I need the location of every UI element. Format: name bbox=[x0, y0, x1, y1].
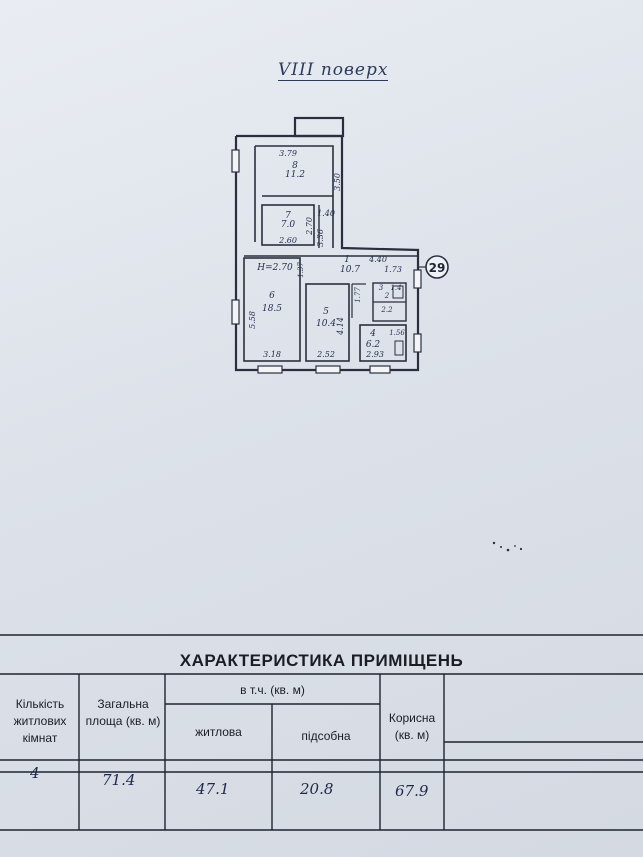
outer-wall bbox=[234, 134, 420, 372]
room-area: 11.2 bbox=[285, 170, 305, 180]
dimension-label: 1.73 bbox=[384, 265, 402, 274]
value-useful-area: 67.9 bbox=[395, 782, 429, 800]
header-living-area: житлова bbox=[195, 725, 242, 739]
dimension-label: 3.79 bbox=[279, 149, 297, 158]
dimension-label: 2.93 bbox=[365, 350, 384, 359]
height-note: H=2.70 bbox=[256, 263, 293, 273]
room-number: 6 bbox=[269, 291, 275, 301]
dimension-label: 2.52 bbox=[316, 350, 335, 359]
room-number: 1 bbox=[344, 255, 350, 265]
room-area: 2.2 bbox=[380, 306, 393, 314]
room-number: 5 bbox=[323, 307, 329, 317]
value-auxiliary-area: 20.8 bbox=[300, 780, 334, 798]
dimension-label: 2.70 bbox=[305, 217, 314, 236]
value-living-area: 47.1 bbox=[196, 780, 230, 798]
balcony-top bbox=[293, 116, 345, 138]
dimension-label: 1.56 bbox=[389, 329, 405, 337]
header-total-area: Загальна площа (кв. м) bbox=[85, 697, 161, 728]
value-total-area: 71.4 bbox=[102, 771, 136, 789]
dimension-label: 4.40 bbox=[368, 255, 387, 264]
dimension-label: 3.18 bbox=[263, 350, 281, 359]
room-area: 10.7 bbox=[340, 265, 360, 275]
room-number: 7 bbox=[285, 211, 291, 221]
room-number: 3 bbox=[379, 284, 384, 292]
dimension-label: 2.60 bbox=[278, 236, 297, 245]
dimension-label: 1.77 bbox=[354, 287, 362, 303]
dimension-label: 3.36 bbox=[316, 229, 325, 247]
dimension-label: 5.58 bbox=[248, 311, 257, 329]
header-useful-area: Корисна (кв. м) bbox=[388, 711, 436, 742]
table-grid bbox=[0, 634, 643, 831]
room-number: 2 bbox=[384, 292, 390, 300]
header-including: в т.ч. (кв. м) bbox=[240, 683, 305, 697]
value-living-rooms-count: 4 bbox=[30, 764, 40, 782]
header-living-rooms-count: Кількість житлових кімнат bbox=[13, 697, 67, 745]
apartment-number: 29 bbox=[429, 261, 446, 275]
header-auxiliary-area: підсобна bbox=[301, 729, 351, 743]
room-number: 8 bbox=[292, 161, 298, 171]
room-number: 4 bbox=[369, 329, 376, 339]
characteristics-table: ХАРАКТЕРИСТИКА ПРИМІЩЕНЬ Кількість житло… bbox=[0, 632, 643, 857]
room-area: 18.5 bbox=[262, 304, 282, 314]
dimension-label: 3.50 bbox=[333, 173, 342, 191]
dimension-label: 1.40 bbox=[317, 209, 335, 218]
floor-label: VIII поверх bbox=[278, 60, 389, 81]
room-area: 6.2 bbox=[366, 340, 381, 350]
room-area: 1.4 bbox=[390, 284, 401, 292]
floor-plan: 29 8 11.2 7 7.0 1 10.7 6 18.5 5 10.4 4 6… bbox=[231, 116, 523, 552]
dimension-label: 1.37 bbox=[297, 262, 305, 278]
room-area: 7.0 bbox=[281, 220, 296, 230]
room-area: 10.4 bbox=[316, 319, 336, 329]
dimension-label: 4.14 bbox=[336, 317, 345, 336]
table-title: ХАРАКТЕРИСТИКА ПРИМІЩЕНЬ bbox=[179, 651, 464, 670]
